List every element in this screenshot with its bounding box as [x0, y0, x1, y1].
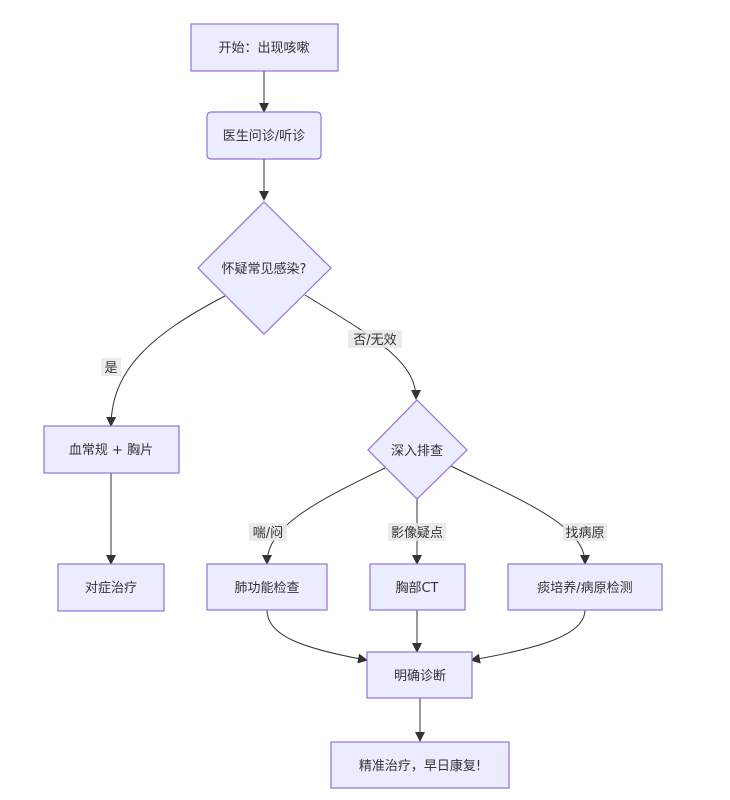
node-diagnosis-text: 明确诊断: [394, 669, 446, 684]
edge-deep-lung: [262, 467, 386, 565]
node-treatment-text: 精准治疗，早日康复!: [359, 758, 481, 774]
edge-labels: 是 否/无效 喘/闷 影像疑点 找病原: [101, 330, 607, 541]
label-wheeze: 喘/闷: [253, 525, 283, 541]
node-symptomatic[interactable]: [57, 563, 165, 612]
node-blood[interactable]: [43, 425, 180, 474]
node-consult[interactable]: [206, 111, 322, 160]
node-deep[interactable]: [367, 399, 468, 500]
edge-sputum-diagnosis: [470, 609, 586, 664]
node-lung[interactable]: [206, 563, 328, 611]
node-ct-text: 胸部CT: [395, 581, 438, 596]
node-start-text: 开始：出现咳嗽: [218, 41, 309, 56]
edge-infection-blood: [106, 295, 226, 427]
node-treatment[interactable]: [330, 741, 510, 789]
label-no: 否/无效: [353, 333, 396, 348]
node-sputum[interactable]: [507, 563, 663, 611]
node-lung-text: 肺功能检查: [234, 581, 299, 596]
node-infection-text: 怀疑常见感染?: [222, 261, 307, 277]
node-deep-text: 深入排查: [391, 444, 443, 459]
label-pathogen: 找病原: [565, 526, 604, 541]
node-ct[interactable]: [369, 563, 466, 611]
nodes: 开始：出现咳嗽 医生问诊/听诊 怀疑常见感染? 血常规 + 胸片 深入排查 对症…: [43, 23, 663, 789]
node-diagnosis[interactable]: [366, 651, 473, 699]
node-consult-text: 医生问诊/听诊: [223, 129, 305, 144]
edge-deep-sputum: [450, 465, 590, 565]
node-sputum-text: 痰培养/病原检测: [537, 580, 632, 596]
edge-lung-diagnosis: [266, 609, 368, 664]
node-start[interactable]: [190, 23, 339, 72]
label-yes: 是: [104, 361, 117, 376]
edges: [106, 71, 590, 742]
node-infection[interactable]: [197, 201, 332, 335]
node-blood-text: 血常规 + 胸片: [69, 443, 153, 458]
node-symptomatic-text: 对症治疗: [85, 581, 137, 596]
label-imaging: 影像疑点: [391, 525, 443, 541]
